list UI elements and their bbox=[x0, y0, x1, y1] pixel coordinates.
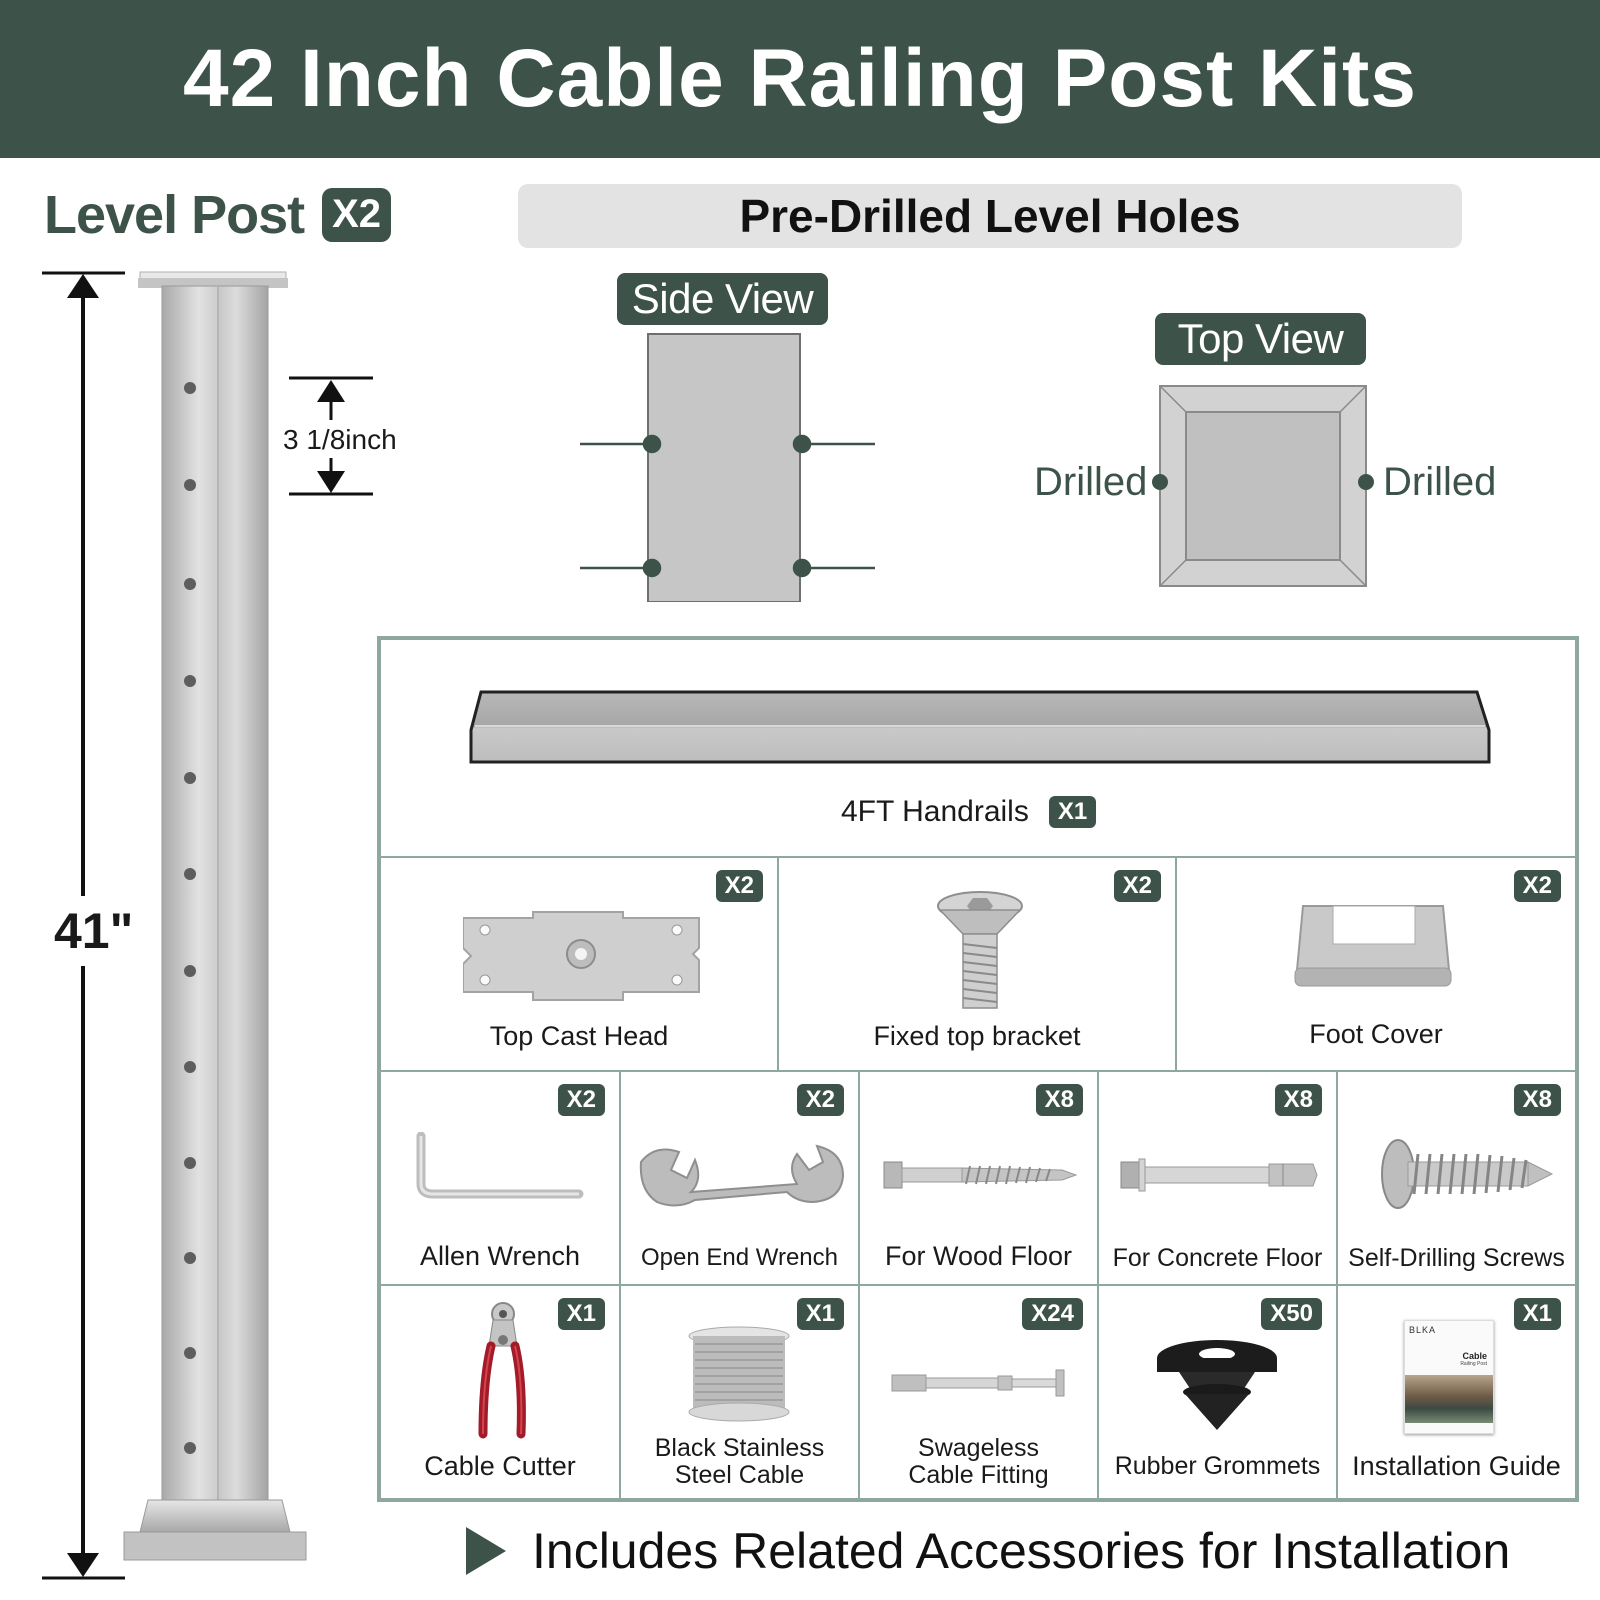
wood-floor-quantity-badge: X8 bbox=[1035, 1084, 1083, 1116]
rubber-grommets-quantity-badge: X50 bbox=[1261, 1298, 1322, 1330]
cable-spool-icon bbox=[688, 1326, 790, 1422]
wood-floor-screw-cell: X8 For Wood Floor bbox=[860, 1072, 1099, 1286]
fixed-top-bracket-label: Fixed top bracket bbox=[873, 1021, 1081, 1051]
kit-contents-panel: 4FT Handrails X1 X2 Top Cast Head X2 bbox=[377, 636, 1579, 1502]
cable-cutter-icon bbox=[478, 1302, 526, 1439]
concrete-floor-label: For Concrete Floor bbox=[1112, 1244, 1323, 1272]
top-cast-head-icon bbox=[463, 911, 700, 1001]
pre-drilled-heading: Pre-Drilled Level Holes bbox=[518, 184, 1462, 248]
self-drilling-screws-label: Self-Drilling Screws bbox=[1348, 1244, 1565, 1272]
rubber-grommet-cell: X50 Rubber Grommets bbox=[1099, 1286, 1338, 1498]
rubber-grommets-label: Rubber Grommets bbox=[1114, 1452, 1321, 1480]
open-end-wrench-quantity-badge: X2 bbox=[796, 1084, 844, 1116]
allen-wrench-label: Allen Wrench bbox=[419, 1241, 581, 1271]
foot-cover-quantity-badge: X2 bbox=[1513, 870, 1561, 902]
cable-fitting-label-line1: Swageless bbox=[918, 1434, 1039, 1462]
fixed-top-bracket-cell: X2 Fixed top bracket bbox=[779, 858, 1177, 1072]
level-post-heading: Level Post X2 bbox=[44, 184, 392, 246]
top-view-tag: Top View bbox=[1155, 313, 1366, 365]
level-post-quantity-badge: X2 bbox=[322, 188, 392, 242]
cable-fitting-quantity-badge: X24 bbox=[1022, 1298, 1083, 1330]
bolt-icon bbox=[937, 891, 1023, 1009]
steel-cable-label-line1: Black Stainless bbox=[654, 1434, 825, 1462]
side-view-tag: Side View bbox=[617, 273, 828, 325]
top-cast-head-quantity-badge: X2 bbox=[715, 870, 763, 902]
allen-wrench-icon bbox=[416, 1132, 584, 1199]
guide-booklet-icon: BLKA Cable Railing Post bbox=[1404, 1320, 1494, 1434]
guide-cover-line2: Railing Post bbox=[1460, 1361, 1487, 1367]
cable-cutter-quantity-badge: X1 bbox=[557, 1298, 605, 1330]
drilled-left-label: Drilled bbox=[1034, 460, 1148, 504]
handrail-label: 4FT Handrails bbox=[841, 795, 1029, 828]
side-view-diagram bbox=[580, 333, 875, 602]
grommet-icon bbox=[1157, 1340, 1277, 1430]
open-end-wrench-icon bbox=[639, 1144, 845, 1207]
foot-cover-cell: X2 Foot Cover bbox=[1177, 858, 1575, 1072]
foot-cover-icon bbox=[1294, 905, 1452, 987]
steel-cable-cell: X1 Black Stainless Steel Cable bbox=[621, 1286, 860, 1498]
handrail-quantity-badge: X1 bbox=[1048, 796, 1097, 828]
cable-cutter-cell: X1 Cable Cutter bbox=[381, 1286, 621, 1498]
anchor-bolt-icon bbox=[1120, 1158, 1318, 1192]
installation-guide-cell: X1 BLKA Cable Railing Post Installation … bbox=[1338, 1286, 1575, 1498]
handrail-icon bbox=[469, 690, 1491, 764]
screw-icon bbox=[1381, 1139, 1554, 1209]
level-post-label: Level Post bbox=[44, 185, 305, 245]
page-title: 42 Inch Cable Railing Post Kits bbox=[183, 33, 1417, 124]
wood-floor-label: For Wood Floor bbox=[884, 1241, 1073, 1271]
foot-cover-label: Foot Cover bbox=[1309, 1019, 1443, 1049]
guide-cover-photo bbox=[1405, 1375, 1493, 1423]
post-height-label: 41" bbox=[52, 896, 136, 966]
cable-cutter-label: Cable Cutter bbox=[424, 1451, 576, 1481]
self-drilling-screws-quantity-badge: X8 bbox=[1513, 1084, 1561, 1116]
top-cast-head-cell: X2 Top Cast Head bbox=[381, 858, 779, 1072]
pre-drilled-heading-text: Pre-Drilled Level Holes bbox=[739, 190, 1241, 242]
drilled-right-label: Drilled bbox=[1383, 460, 1497, 504]
open-end-wrench-label: Open End Wrench bbox=[640, 1244, 838, 1271]
guide-cover-line1: Cable bbox=[1462, 1351, 1487, 1361]
level-post-illustration bbox=[42, 271, 373, 1580]
play-arrow-icon bbox=[466, 1527, 506, 1575]
allen-wrench-quantity-badge: X2 bbox=[557, 1084, 605, 1116]
title-banner: 42 Inch Cable Railing Post Kits bbox=[0, 0, 1600, 158]
footer-note-text: Includes Related Accessories for Install… bbox=[532, 1523, 1511, 1579]
cable-fitting-cell: X24 Swageless Cable Fitting bbox=[860, 1286, 1099, 1498]
handrail-label-row: 4FT Handrails X1 bbox=[841, 795, 1097, 829]
lag-screw-icon bbox=[883, 1161, 1078, 1189]
handrail-cell: 4FT Handrails X1 bbox=[381, 640, 1575, 858]
allen-wrench-cell: X2 Allen Wrench bbox=[381, 1072, 621, 1286]
top-cast-head-label: Top Cast Head bbox=[489, 1021, 669, 1051]
post-holes bbox=[184, 382, 196, 1454]
cable-fitting-label-line2: Cable Fitting bbox=[908, 1461, 1049, 1489]
footer-note: Includes Related Accessories for Install… bbox=[466, 1522, 1510, 1580]
self-drilling-screw-cell: X8 Self-Drilling Screws bbox=[1338, 1072, 1575, 1286]
top-view-diagram bbox=[1152, 385, 1374, 587]
steel-cable-label-line2: Steel Cable bbox=[674, 1461, 805, 1489]
fixed-top-bracket-quantity-badge: X2 bbox=[1113, 870, 1161, 902]
cable-fitting-icon bbox=[891, 1369, 1065, 1397]
guide-brand: BLKA bbox=[1409, 1325, 1437, 1335]
concrete-floor-anchor-cell: X8 For Concrete Floor bbox=[1099, 1072, 1338, 1286]
steel-cable-quantity-badge: X1 bbox=[796, 1298, 844, 1330]
installation-guide-quantity-badge: X1 bbox=[1513, 1298, 1561, 1330]
concrete-floor-quantity-badge: X8 bbox=[1274, 1084, 1322, 1116]
installation-guide-label: Installation Guide bbox=[1352, 1451, 1561, 1481]
open-end-wrench-cell: X2 Open End Wrench bbox=[621, 1072, 860, 1286]
hole-spacing-label: 3 1/8inch bbox=[283, 424, 397, 455]
